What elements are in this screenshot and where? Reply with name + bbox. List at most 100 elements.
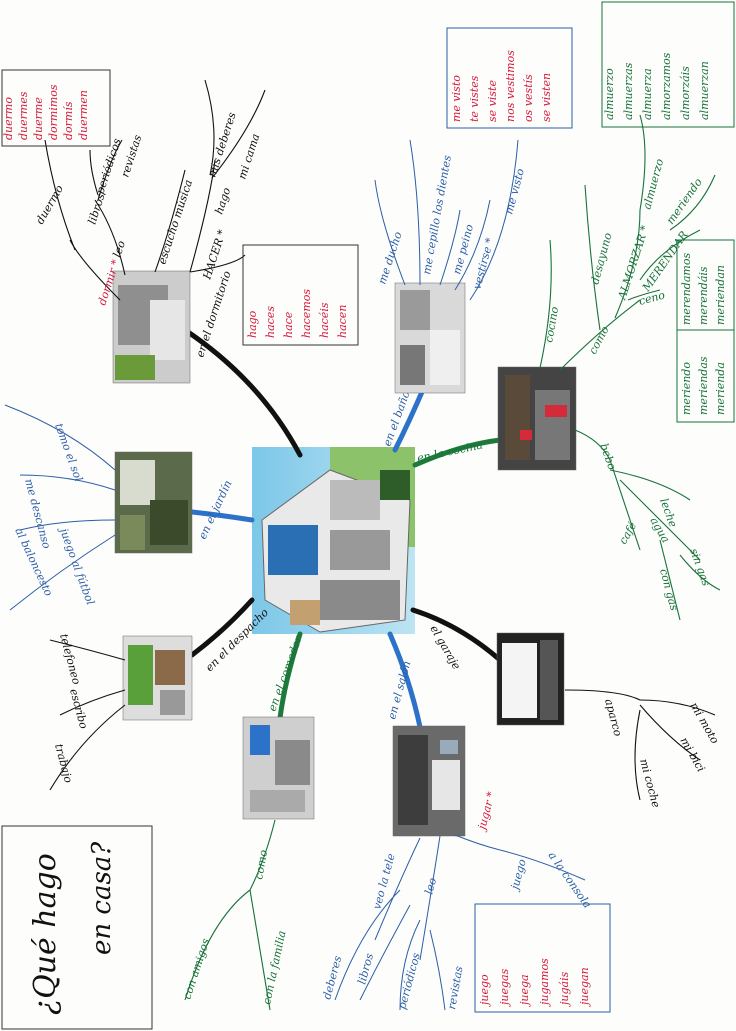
- con-gas-label: con gas: [657, 567, 681, 612]
- dormir-conjugation-box: [1, 69, 111, 147]
- deberes-label: mis deberes: [205, 110, 238, 179]
- vestirse-conj-2: se viste: [486, 80, 499, 122]
- periodicos-salon-label: periódicos: [395, 951, 423, 1011]
- jugar-conjugation-box: [474, 903, 611, 1013]
- trabajo-label: trabajo: [52, 742, 75, 784]
- como-cocina-label: como: [586, 324, 612, 357]
- despacho-branches: [49, 639, 126, 791]
- almuerzo-label: almuerzo: [640, 157, 666, 211]
- dormir-conjugation: duermo duermes duerme dormimos dormís du…: [2, 84, 90, 140]
- branch-despacho: [189, 597, 255, 658]
- vestirse-conj-0: me visto: [450, 75, 463, 122]
- vestirse-conj-1: te vistes: [468, 75, 481, 122]
- room-label-cocina: en la cocina: [416, 438, 484, 465]
- almorzar-conjugation-box: [601, 1, 735, 128]
- vestirse-label: vestirse *: [470, 236, 496, 291]
- vestirse-conj-5: se visten: [540, 73, 553, 122]
- jugar-conjugation: juego juegas juega jugamos jugáis juegan: [478, 958, 591, 1008]
- ducho-label: me ducho: [375, 230, 404, 286]
- familia-label: con la familia: [260, 929, 288, 1005]
- hacer-conj-4: hacéis: [318, 302, 331, 338]
- center-house-image: [252, 447, 415, 634]
- branch-salon: [387, 631, 423, 730]
- jugar-conj-0: juego: [478, 974, 491, 1008]
- bici-label: mi bici: [677, 735, 707, 774]
- photo-comedor: [242, 716, 315, 820]
- hacer-conj-2: hace: [282, 311, 295, 338]
- cocina-branches: [539, 114, 721, 621]
- jugar-label: jugar *: [475, 790, 498, 834]
- merendar-conjugation-box: [676, 239, 735, 423]
- aparco-label: aparco: [602, 697, 625, 738]
- photo-cocina: [497, 366, 577, 471]
- coche-label: mi coche: [637, 757, 663, 809]
- deberes-salon-label: deberes: [320, 954, 344, 1001]
- sol-label: tomo el sol: [52, 422, 85, 484]
- room-label-comedor: en el comedor: [266, 633, 306, 713]
- branch-dormitorio: [182, 327, 303, 458]
- consola-label: a la consola: [546, 849, 594, 910]
- photo-bano: [394, 282, 466, 394]
- branch-comedor: [277, 631, 303, 721]
- vestirse-conj-4: os vestís: [522, 74, 535, 122]
- duermo-label: duermo: [33, 182, 66, 226]
- vestirse-conjugation: me visto te vistes se viste nos vestimos…: [450, 50, 553, 122]
- merendar-conjugation: meriendo meriendas merienda merendamos m…: [680, 253, 727, 415]
- merendar-conj-3: merendamos: [680, 253, 693, 325]
- title-box: [1, 825, 153, 1030]
- hacer-conjugation: hago haces hace hacemos hacéis hacen: [246, 289, 349, 338]
- photo-jardin: [114, 451, 193, 554]
- revistas-label: revistas: [118, 133, 144, 179]
- cafe-label: café: [616, 519, 639, 546]
- jugar-conj-1: juegas: [498, 968, 511, 1008]
- hago-label: hago: [212, 186, 233, 216]
- como-comedor-label: como: [252, 849, 270, 881]
- juego-label: juego: [508, 857, 529, 893]
- room-label-dormitorio: en el dormitorio: [193, 269, 233, 359]
- garaje-branches: [564, 689, 716, 801]
- hacer-conjugation-box: [242, 244, 359, 346]
- almorzar-conj-5: almuerzan: [698, 61, 711, 120]
- moto-label: mi moto: [687, 700, 721, 746]
- branch-garaje: [410, 607, 503, 663]
- escribo-label: escribo: [67, 687, 90, 730]
- jugar-conj-3: jugamos: [538, 958, 551, 1008]
- veo-label: veo la tele: [370, 852, 398, 911]
- amigos-label: con amigos: [180, 936, 212, 1000]
- almorzar-conj-3: almorzamos: [660, 52, 673, 120]
- visto-label: me visto: [502, 167, 527, 216]
- dormir-conj-4: dormís: [62, 101, 75, 140]
- libros-salon-label: libros: [355, 952, 376, 986]
- dormir-conj-3: dormimos: [47, 84, 60, 140]
- branch-jardin: [189, 509, 255, 523]
- dormitorio-branches: [44, 79, 266, 301]
- leo-label: leo: [110, 239, 128, 259]
- merendar-conj-5: meriendan: [714, 265, 727, 325]
- leo-salon-label: leo: [422, 876, 439, 896]
- escucho-label: escucho música: [155, 178, 195, 266]
- almorzar-conjugation: almuerzo almuerzas almuerza almorzamos a…: [603, 52, 711, 120]
- photo-garaje: [496, 632, 565, 726]
- photo-despacho: [122, 635, 193, 721]
- hacer-conj-1: haces: [264, 306, 277, 338]
- desayuno-label: desayuno: [588, 231, 614, 286]
- almorzar-conj-1: almuerzas: [622, 62, 635, 120]
- jardin-branches: [4, 404, 116, 611]
- merendar-conj-4: merendáis: [697, 266, 710, 325]
- dormir-conj-0: duermo: [2, 97, 15, 140]
- merendar-conj-2: merienda: [714, 362, 727, 415]
- peino-label: me peino: [450, 223, 476, 276]
- title-line-2: en casa?: [87, 841, 117, 955]
- periodicos-label: periódicos: [93, 136, 123, 195]
- bebo-label: bebo: [597, 442, 619, 472]
- dormir-conj-2: duerme: [32, 97, 45, 140]
- cocino-label: cocino: [542, 305, 561, 343]
- merendar-conj-1: meriendas: [697, 356, 710, 415]
- room-label-jardin: en el jardín: [196, 478, 235, 541]
- branch-cocina: [412, 437, 503, 468]
- libros-label: libros: [85, 192, 107, 226]
- ceno-label: ceno: [637, 288, 666, 307]
- photo-dormitorio: [112, 270, 191, 384]
- dormir-conj-1: duermes: [17, 91, 30, 140]
